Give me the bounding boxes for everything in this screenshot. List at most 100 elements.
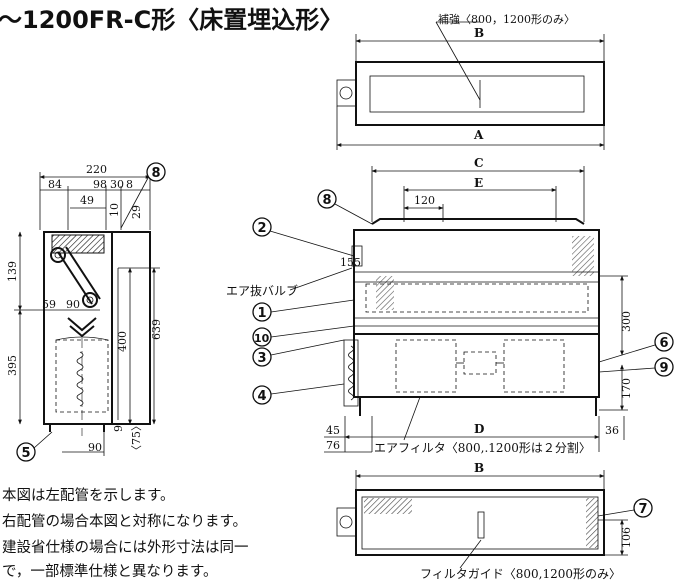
callout-number: 9 [660, 361, 669, 376]
dim-45: 45 [326, 424, 340, 437]
side-view-guide [67, 317, 97, 338]
callout-leader [598, 367, 656, 373]
notes: 本図は左配管を示します。 右配管の場合本図と対称になります。 建設省仕様の場合に… [2, 487, 249, 580]
callout-6: 6 [598, 332, 674, 363]
callout-1: 1 [252, 299, 355, 322]
air-valve-leader [289, 267, 353, 291]
callout-9: 9 [598, 357, 674, 377]
callout-circle [146, 162, 166, 182]
note-line-4: で，一部標準仕様と異なります。 [2, 563, 217, 580]
side-view-pipe-upper-inner [54, 251, 62, 259]
top-view-inner-panel [369, 75, 585, 113]
dim-90-top: 90 [66, 298, 80, 311]
side-view-pipe-lower [82, 292, 98, 308]
front-view-hatch-right [572, 236, 594, 276]
callout-leader [270, 325, 355, 338]
side-view-heater-coil [76, 351, 84, 407]
dim-400: 400 [116, 331, 129, 352]
bottom-view-filter-guide [477, 511, 485, 539]
dim-98: 98 [93, 178, 107, 191]
side-view-coil [57, 246, 101, 305]
bottom-view: B 7 106 フィルタガイド〈800,1200形のみ〉 [336, 461, 653, 581]
dim-76: 76 [326, 439, 340, 452]
filter-guide-leader [459, 539, 482, 569]
callout-circle [252, 385, 272, 405]
top-view: 補強〈800，1200形のみ〉 B A [336, 13, 605, 150]
callout-circle [16, 442, 36, 462]
dim-9: 9 [112, 425, 125, 432]
front-view: C E 120 8 [226, 156, 674, 455]
dim-120: 120 [414, 194, 435, 207]
side-view-fan-housing [55, 336, 109, 341]
bottom-view-hatch-left [364, 498, 412, 514]
side-view-drain-pan-top [51, 234, 105, 254]
callout-number: 7 [639, 502, 648, 517]
callout-3: 3 [252, 339, 345, 367]
callout-leader [597, 509, 635, 517]
callout-leader [33, 431, 53, 449]
bottom-view-pipe-box [336, 507, 357, 537]
callout-number: 5 [22, 446, 31, 461]
top-view-pipe-box [336, 79, 357, 107]
callout-number: 10 [254, 332, 270, 345]
reinforcement-note: 補強〈800，1200形のみ〉 [438, 13, 575, 26]
callout-number: 2 [258, 221, 267, 236]
dim-29: 29 [130, 205, 143, 219]
side-view-pipe-lower-inner [86, 296, 94, 304]
dim-300: 300 [620, 311, 633, 332]
callout-number: 1 [258, 306, 267, 321]
air-filter-leader [403, 396, 421, 441]
callout-number: 4 [258, 389, 267, 404]
front-view-coil-outline [365, 283, 589, 313]
callout-leader [270, 299, 355, 313]
air-filter-label: エアフィルタ〈800,.1200形は２分割〉 [374, 440, 591, 455]
front-view-fan-right [503, 339, 565, 393]
dim-30: 30 [110, 178, 124, 191]
dim-label-e: E [474, 176, 483, 190]
callout-leader [598, 344, 656, 363]
dim-label-b-bottom: B [474, 461, 484, 475]
callout-5: 5 [16, 431, 53, 462]
filter-guide-label: フィルタガイド〈800,1200形のみ〉 [420, 567, 621, 581]
callout-circle [252, 217, 272, 237]
side-view: 220 84 98 30 8 49 10 29 8 [6, 162, 166, 462]
callout-8-side: 8 [120, 162, 166, 229]
dim-84: 84 [48, 178, 62, 191]
dim-395: 395 [6, 355, 19, 376]
dim-75: 〈75〉 [130, 420, 143, 456]
callout-leader [120, 177, 149, 229]
front-view-fan-left [395, 339, 457, 393]
dim-label-d: D [474, 422, 484, 436]
dim-49: 49 [80, 194, 94, 207]
callout-leader [270, 339, 345, 356]
front-view-top-rail [371, 218, 585, 225]
callout-circle [317, 189, 337, 209]
dim-36: 36 [605, 424, 619, 437]
dim-220: 220 [86, 163, 107, 176]
dim-155: 155 [340, 256, 361, 269]
callout-circle [633, 498, 653, 518]
side-view-pipe-upper [50, 247, 66, 263]
front-view-heater-box [343, 339, 359, 407]
callout-7: 7 [597, 498, 653, 518]
callout-leader [334, 203, 373, 225]
callout-leader [270, 383, 345, 395]
front-view-heater-coil [348, 345, 354, 401]
callout-number: 8 [323, 193, 332, 208]
dim-8: 8 [126, 178, 133, 191]
drawing-title: ～1200FR-C形〈床置埋込形〉 [0, 6, 343, 34]
dim-106: 106 [620, 527, 633, 548]
dim-label-c: C [474, 156, 484, 170]
note-line-3: 建設省仕様の場合には外形寸法は同一 [2, 539, 249, 556]
air-valve-label: エア抜バルブ [226, 283, 298, 298]
dim-label-a: A [473, 128, 484, 142]
dim-label-b-top: B [474, 26, 484, 40]
callout-4: 4 [252, 383, 345, 405]
callout-8-front: 8 [317, 189, 373, 225]
callout-circle [252, 347, 272, 367]
callout-number: 6 [660, 336, 669, 351]
callout-circle [654, 357, 674, 377]
callout-circle [654, 332, 674, 352]
front-view-casing [353, 229, 600, 398]
callout-number: 3 [258, 351, 267, 366]
